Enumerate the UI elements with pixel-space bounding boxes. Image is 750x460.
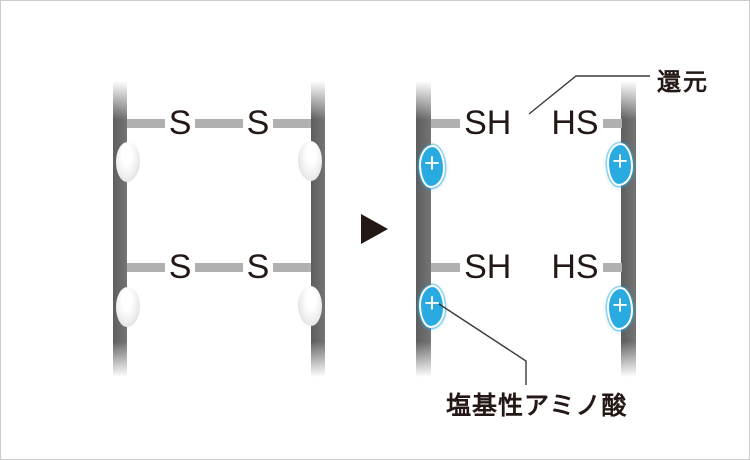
protein-strand-left-after: [416, 81, 431, 377]
bond-bar: [602, 119, 622, 128]
bond-bar: [273, 263, 311, 272]
thiol-label: SH: [464, 248, 512, 286]
amino-acid-bump: [116, 142, 140, 182]
bond-bar: [431, 119, 461, 128]
basic-amino-acid-bump: +: [419, 285, 445, 328]
protein-strand-right-before: [311, 81, 325, 377]
sulfur-label: S: [168, 248, 192, 286]
disulfide-bond-row-1: S S: [127, 106, 311, 141]
bond-bar: [195, 263, 243, 272]
bond-bar: [431, 263, 461, 272]
amino-acid-bump: [116, 287, 140, 327]
disulfide-bond-row-2: S S: [127, 250, 311, 285]
thiol-label: HS: [551, 104, 599, 142]
sulfur-label: S: [246, 248, 270, 286]
amino-acid-bump: [298, 286, 322, 326]
thiol-label: SH: [464, 104, 512, 142]
sulfur-label: S: [168, 104, 192, 142]
bond-bar: [127, 119, 165, 128]
bond-bar: [195, 119, 243, 128]
basic-amino-acid-bump: +: [607, 287, 633, 330]
bond-bar: [273, 119, 311, 128]
plus-charge-icon: +: [612, 290, 628, 320]
basic-amino-acid-leader-line: [438, 303, 527, 385]
thiol-row-2: SH HS: [431, 250, 622, 285]
amino-acid-bump: [298, 141, 322, 181]
bond-bar: [602, 263, 622, 272]
transition-arrow-icon: [361, 214, 388, 244]
protein-strand-left-before: [113, 81, 127, 377]
thiol-row-1: SH HS: [431, 106, 622, 141]
basic-amino-acid-label: 塩基性アミノ酸: [446, 392, 628, 420]
plus-charge-icon: +: [424, 148, 440, 178]
bond-bar: [127, 263, 165, 272]
basic-amino-acid-bump: +: [419, 145, 445, 188]
basic-amino-acid-bump: +: [607, 143, 633, 186]
thiol-label: HS: [551, 248, 599, 286]
plus-charge-icon: +: [612, 146, 628, 176]
plus-charge-icon: +: [424, 288, 440, 318]
reduction-label: 還元: [657, 69, 709, 96]
sulfur-label: S: [246, 104, 270, 142]
protein-strand-right-after: [621, 81, 636, 377]
